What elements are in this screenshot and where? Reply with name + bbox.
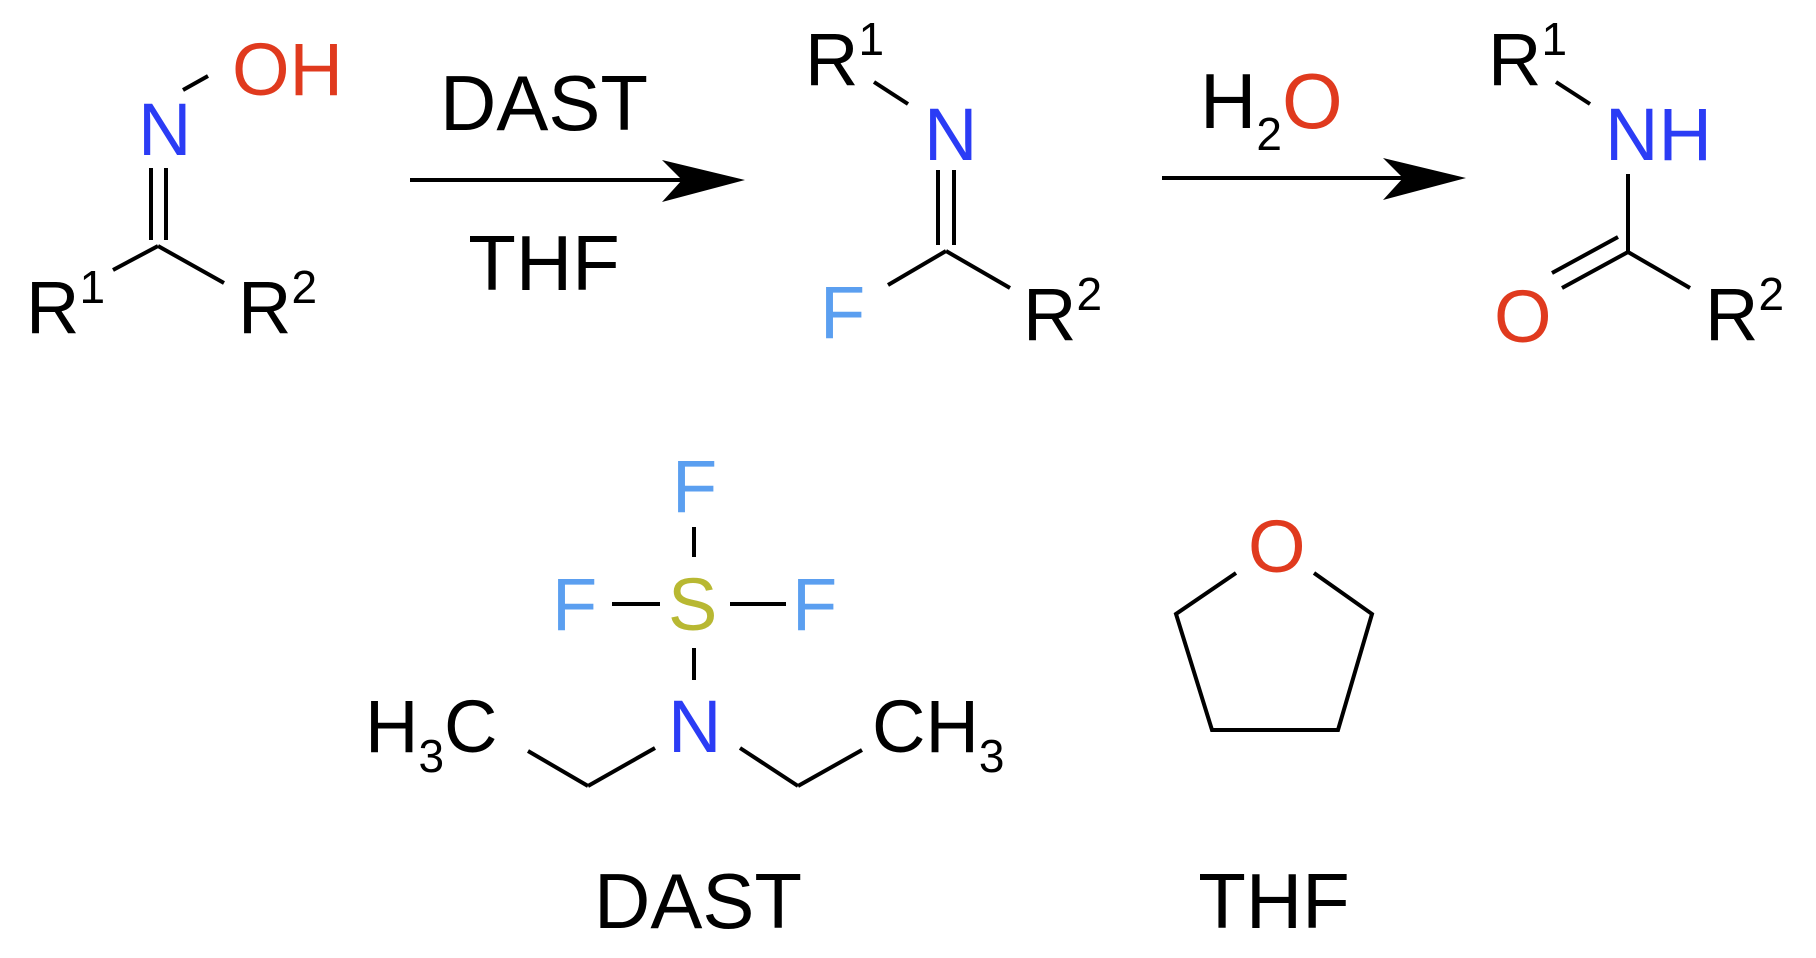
thf-ring bbox=[1173, 571, 1375, 732]
oxime-c-r1-bond bbox=[112, 244, 159, 272]
dast-left-ch2-n-bond bbox=[587, 746, 656, 788]
dast-fluorine-top-label: F bbox=[672, 445, 717, 528]
dast-fluorine-left-label: F bbox=[552, 563, 597, 646]
oxime-n-o-bond bbox=[182, 74, 209, 92]
amide-co-double-bond-b bbox=[1551, 235, 1619, 275]
arrow-2-head bbox=[1383, 158, 1466, 200]
imidoyl-nitrogen-label: N bbox=[924, 93, 977, 176]
amide-nh-label: NH bbox=[1605, 93, 1712, 176]
amide-c-r2-bond bbox=[1626, 250, 1692, 290]
dast-name-label: DAST bbox=[594, 857, 802, 945]
oxime-r1-label: R1 bbox=[26, 261, 105, 349]
imidoyl-c-r2-bond bbox=[944, 249, 1012, 290]
oxime-r2-label: R2 bbox=[238, 261, 317, 349]
reaction-arrow-1: DAST THF bbox=[410, 59, 745, 307]
arrow-1-solvent-label: THF bbox=[468, 219, 620, 307]
oxime-c-r2-bond bbox=[157, 244, 225, 285]
thf-oxygen-label: O bbox=[1248, 505, 1306, 588]
amide-r1-n-bond bbox=[1554, 80, 1592, 106]
arrow-1-reagent-label: DAST bbox=[440, 59, 648, 147]
dast-fluorine-right-label: F bbox=[792, 563, 837, 646]
oxime-structure: OH N R1 R2 bbox=[26, 28, 343, 349]
imidoyl-r2-label: R2 bbox=[1023, 268, 1102, 356]
dast-nitrogen-label: N bbox=[668, 685, 721, 768]
amide-co-double-bond-a bbox=[1561, 250, 1629, 290]
amide-r1-label: R1 bbox=[1488, 13, 1567, 101]
thf-name-label: THF bbox=[1198, 857, 1350, 945]
arrow-2-reagent-label: H2O bbox=[1200, 57, 1343, 160]
imidoyl-fluorine-label: F bbox=[820, 271, 865, 354]
dast-structure: F F S F N H3C CH3 DAST bbox=[365, 445, 1004, 945]
amide-r2-label: R2 bbox=[1705, 268, 1784, 356]
oxime-hydroxyl-label: OH bbox=[232, 28, 343, 111]
imidoyl-fluoride-structure: R1 N F R2 bbox=[805, 13, 1102, 356]
dast-right-ch2-ch3-bond bbox=[797, 748, 863, 788]
dast-left-ch3-ch2-bond bbox=[526, 749, 590, 788]
imidoyl-r1-n-bond bbox=[872, 80, 910, 106]
thf-structure: O THF bbox=[1173, 505, 1375, 945]
arrow-1-head bbox=[662, 160, 745, 202]
oxime-nitrogen-label: N bbox=[138, 88, 191, 171]
dast-right-methyl-label: CH3 bbox=[872, 685, 1004, 782]
imidoyl-r1-label: R1 bbox=[805, 13, 884, 101]
dast-n-right-ch2-bond bbox=[738, 746, 800, 788]
reaction-arrow-2: H2O bbox=[1162, 57, 1466, 200]
amide-structure: R1 NH O R2 bbox=[1488, 13, 1784, 358]
imidoyl-c-f-bond bbox=[886, 249, 948, 287]
amide-oxygen-label: O bbox=[1494, 275, 1552, 358]
dast-left-methyl-label: H3C bbox=[365, 685, 498, 782]
dast-sulfur-label: S bbox=[668, 563, 717, 646]
